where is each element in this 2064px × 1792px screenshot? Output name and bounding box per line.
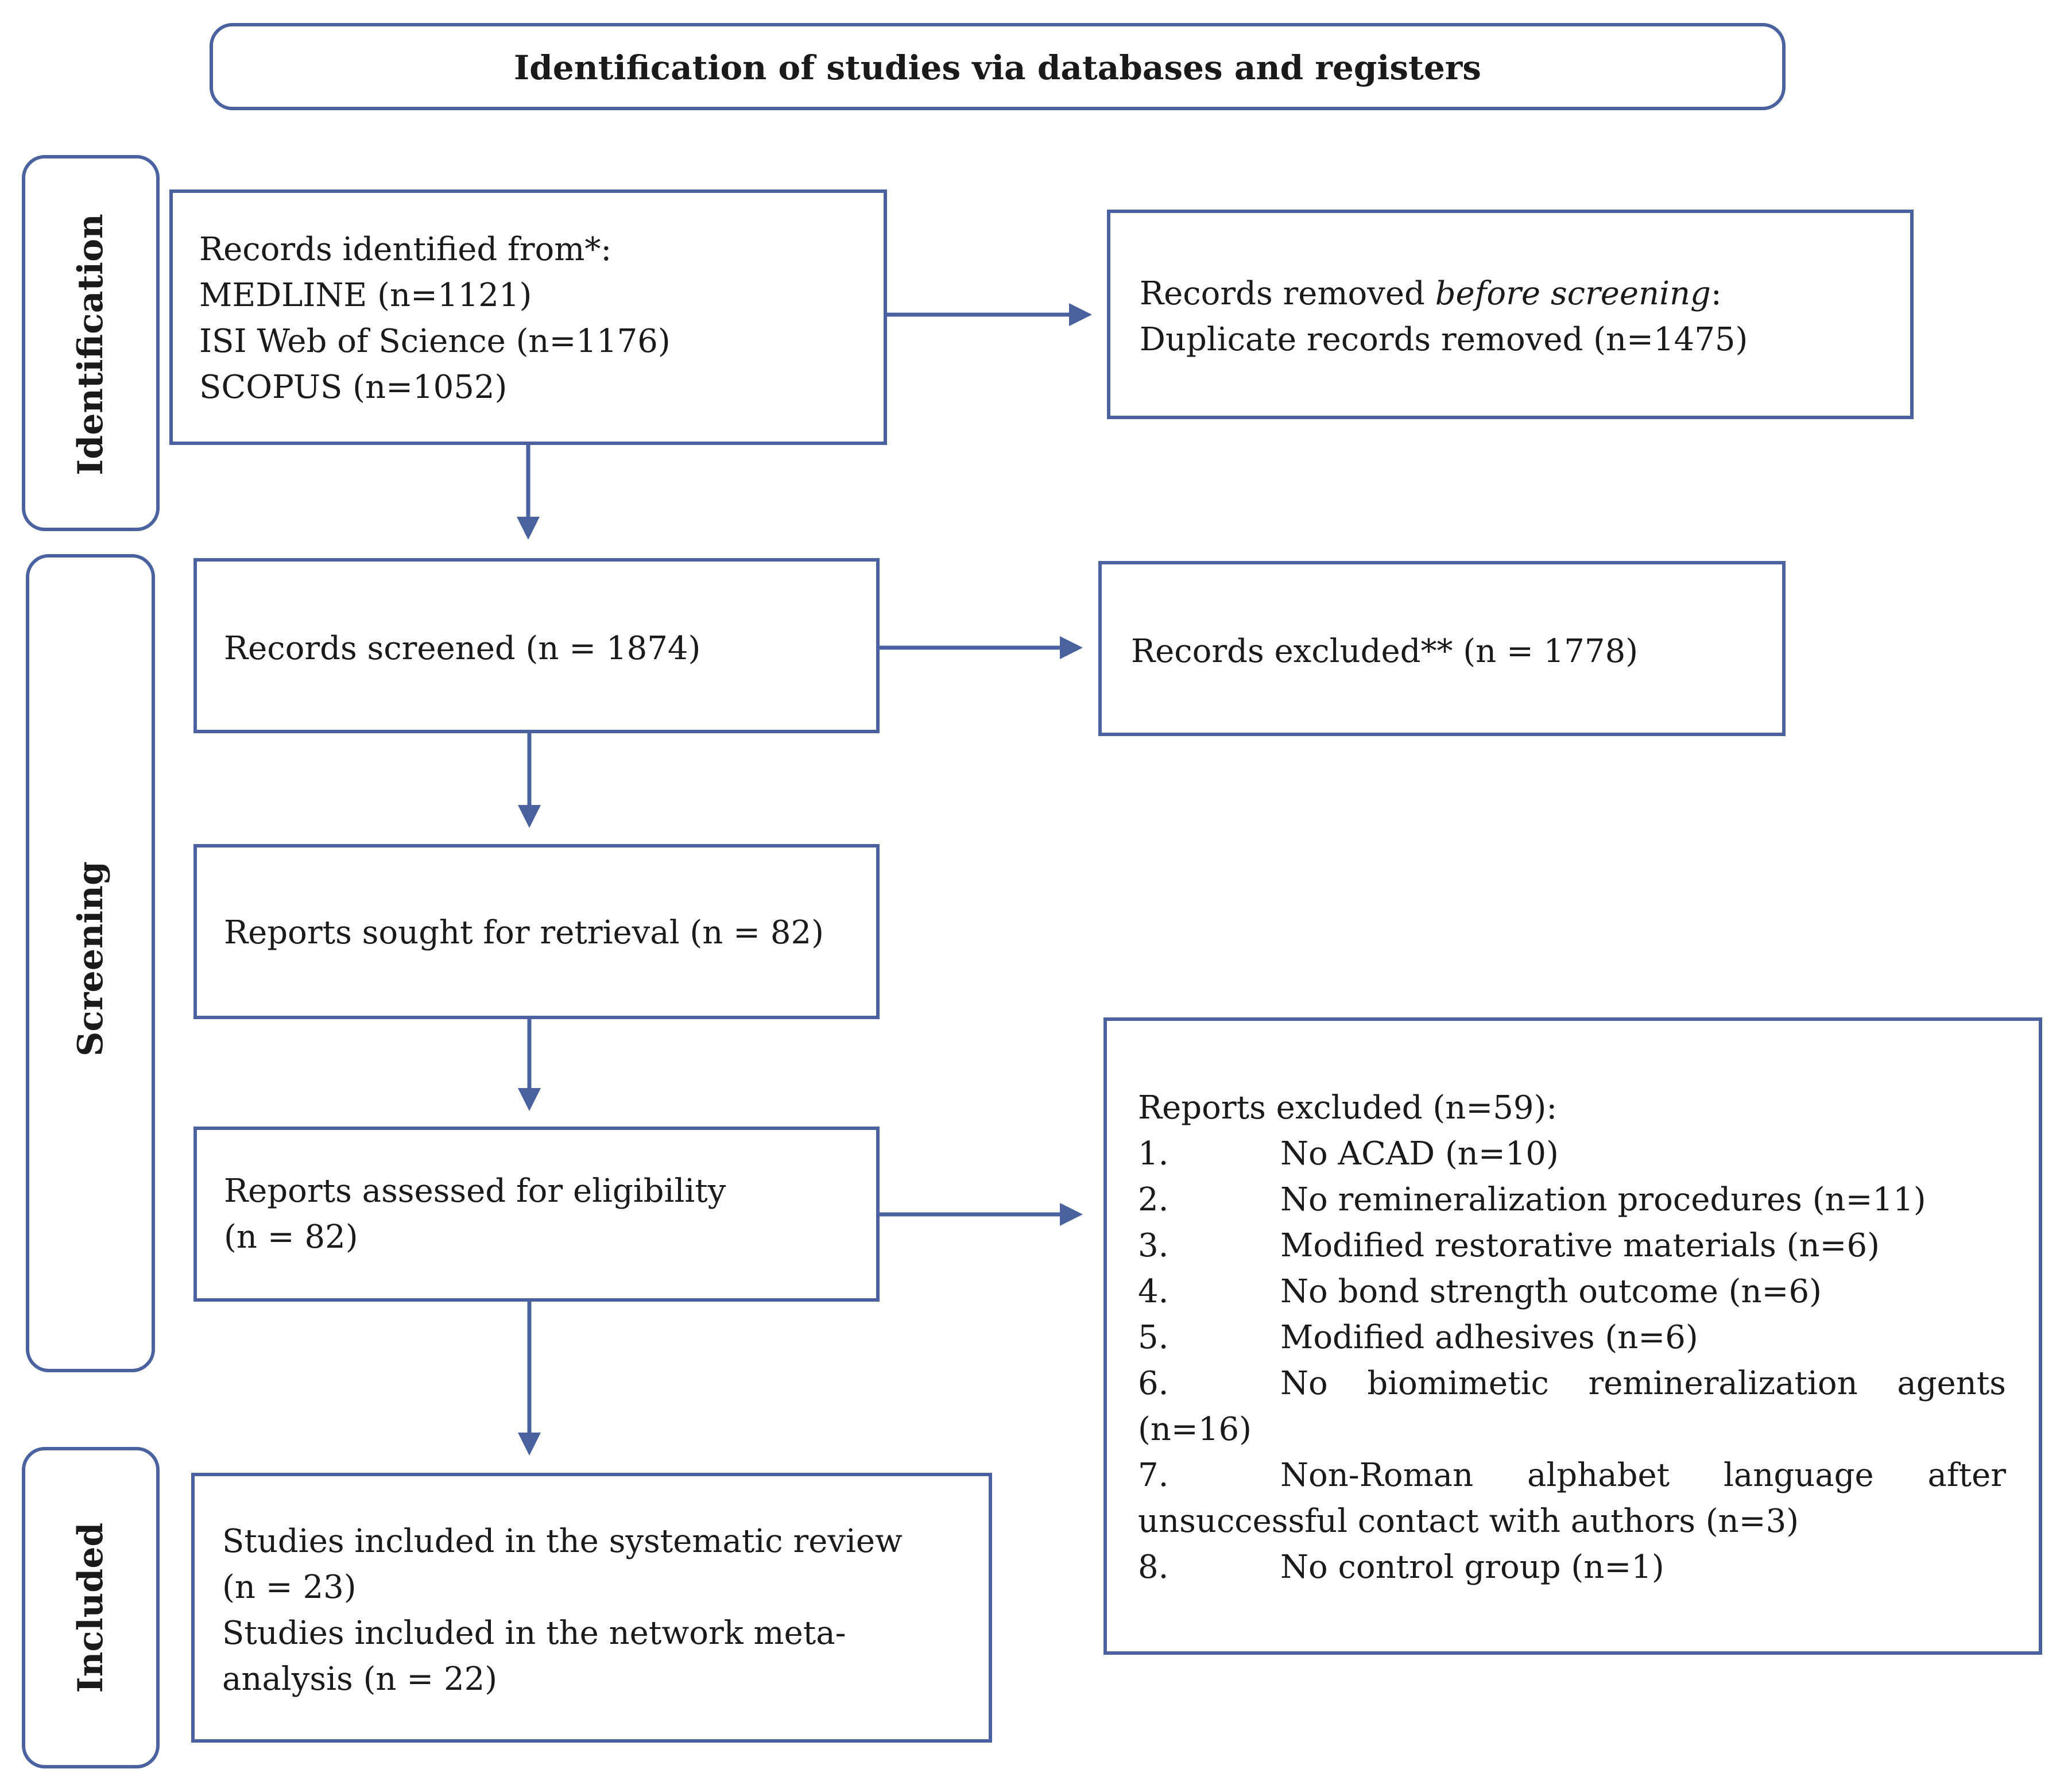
exclusion-item-number: 6. (1138, 1365, 1169, 1402)
exclusion-item-text: No remineralization procedures (n=11) (1280, 1181, 1926, 1218)
reports-excluded-list: 1. No ACAD (n=10) 2. No remineralization… (1138, 1131, 2006, 1590)
records-excluded-text: Records excluded** (n = 1778) (1131, 633, 1639, 670)
studies-included-line2: (n = 23) (222, 1569, 357, 1606)
exclusion-item: 5. Modified adhesives (n=6) (1138, 1315, 2006, 1361)
arrow-head (517, 517, 540, 540)
reports-excluded-box (1103, 1017, 2042, 1655)
studies-included-line4: analysis (n = 22) (222, 1661, 498, 1698)
exclusion-item-number: 7. (1138, 1457, 1169, 1494)
exclusion-item-number: 8. (1138, 1549, 1169, 1586)
exclusion-item-continuation: unsuccessful contact with authors (n=3) (1138, 1503, 1799, 1540)
exclusion-item-continuation: (n=16) (1138, 1411, 1252, 1448)
studies-included-line1: Studies included in the systematic revie… (222, 1523, 903, 1560)
exclusion-item-text: No ACAD (n=10) (1280, 1135, 1559, 1172)
reports-assessed-line2: (n = 82) (224, 1218, 358, 1256)
records-removed-duplicates: Duplicate records removed (n=1475) (1140, 321, 1748, 358)
exclusion-item: 4. No bond strength outcome (n=6) (1138, 1269, 2006, 1315)
exclusion-item-text: Non-Roman alphabet language after (1280, 1457, 2006, 1494)
header-box: Identification of studies via databases … (210, 23, 1786, 110)
records-removed-italic: before screening (1435, 275, 1711, 312)
phase-included (22, 1447, 160, 1768)
exclusion-item: 2. No remineralization procedures (n=11) (1138, 1177, 2006, 1223)
records-identified-medline: MEDLINE (n=1121) (199, 277, 532, 314)
exclusion-item-number: 2. (1138, 1181, 1169, 1218)
records-removed-line1: Records removed before screening: (1140, 271, 1722, 317)
exclusion-item: 8. No control group (n=1) (1138, 1545, 2006, 1590)
exclusion-item-text: Modified adhesives (n=6) (1280, 1319, 1698, 1356)
exclusion-item-number: 4. (1138, 1273, 1169, 1310)
exclusion-item-text: Modified restorative materials (n=6) (1280, 1227, 1880, 1264)
records-identified-box (169, 189, 887, 445)
exclusion-item-number: 1. (1138, 1135, 1169, 1172)
records-identified-line1: Records identified from*: (199, 231, 612, 268)
exclusion-item-text: No biomimetic remineralization agents (1280, 1365, 2006, 1402)
reports-assessed-box (193, 1127, 880, 1302)
exclusion-item: 3. Modified restorative materials (n=6) (1138, 1223, 2006, 1269)
exclusion-item-text: No bond strength outcome (n=6) (1280, 1273, 1822, 1310)
records-identified-scopus: SCOPUS (n=1052) (199, 369, 508, 406)
arrow-head (518, 1088, 541, 1111)
exclusion-item: 1. No ACAD (n=10) (1138, 1131, 2006, 1177)
exclusion-item-text: No control group (n=1) (1280, 1549, 1664, 1586)
records-identified-isi: ISI Web of Science (n=1176) (199, 323, 671, 360)
studies-included-box (191, 1473, 992, 1743)
exclusion-item: 7. Non-Roman alphabet language after (1138, 1453, 2006, 1499)
reports-excluded-title: Reports excluded (n=59): (1138, 1089, 1558, 1127)
header-title: Identification of studies via databases … (514, 48, 1481, 87)
arrow-head (1069, 303, 1092, 326)
studies-included-line3: Studies included in the network meta- (222, 1615, 846, 1652)
exclusion-item-number: 3. (1138, 1227, 1169, 1264)
arrow-head (518, 805, 541, 828)
exclusion-item: 6. No biomimetic remineralization agents (1138, 1361, 2006, 1407)
arrow-head (1060, 636, 1083, 659)
records-screened-box (193, 558, 880, 733)
arrow-head (518, 1433, 541, 1456)
records-removed-box (1107, 210, 1914, 419)
records-screened-text: Records screened (n = 1874) (224, 630, 701, 667)
reports-assessed-line1: Reports assessed for eligibility (224, 1172, 726, 1210)
records-excluded-box (1098, 561, 1786, 736)
records-removed-prefix: Records removed (1140, 275, 1435, 312)
phase-screening (26, 554, 155, 1372)
records-removed-suffix: : (1710, 275, 1722, 312)
phase-identification (22, 155, 160, 531)
arrow-head (1060, 1203, 1083, 1226)
reports-sought-text: Reports sought for retrieval (n = 82) (224, 914, 824, 951)
reports-sought-box (193, 844, 880, 1019)
exclusion-item-number: 5. (1138, 1319, 1169, 1356)
